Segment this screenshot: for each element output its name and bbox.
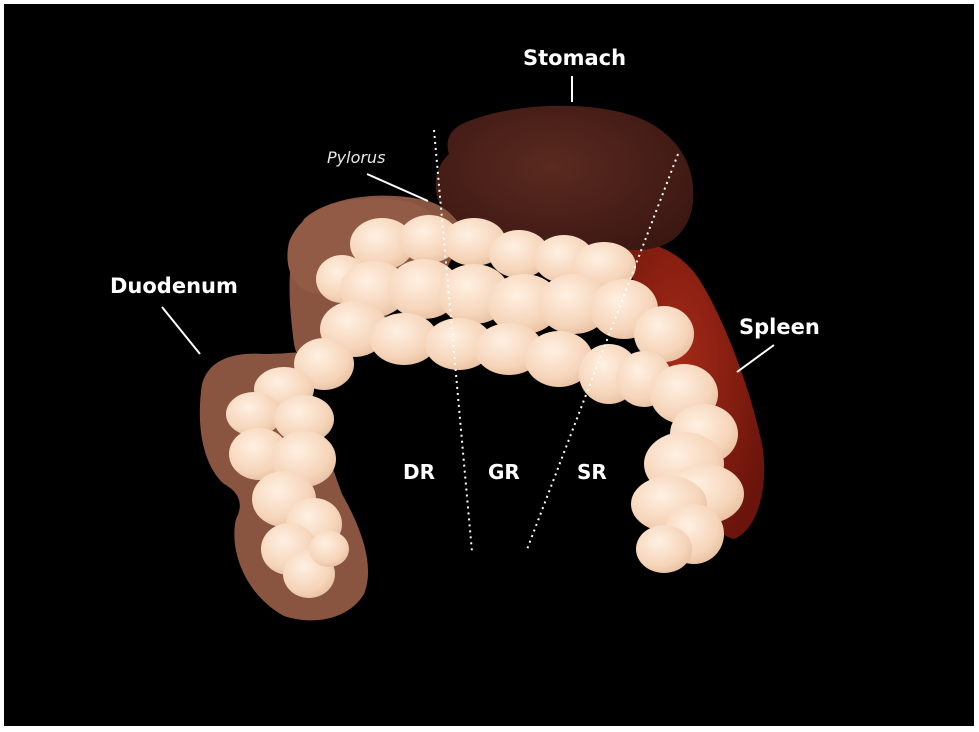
anatomy-illustration <box>4 4 974 726</box>
duodenum-label: Duodenum <box>110 274 238 298</box>
spleen-pointer <box>737 345 774 372</box>
region-dr-label: DR <box>403 460 435 484</box>
region-sr-label: SR <box>577 460 607 484</box>
duodenum-pointer <box>162 307 200 354</box>
diagram-frame: Stomach Pylorus Duodenum Spleen DR GR SR <box>4 4 974 726</box>
stomach-label: Stomach <box>523 46 626 70</box>
pylorus-label: Pylorus <box>327 148 385 167</box>
region-gr-label: GR <box>488 460 520 484</box>
spleen-label: Spleen <box>739 315 820 339</box>
